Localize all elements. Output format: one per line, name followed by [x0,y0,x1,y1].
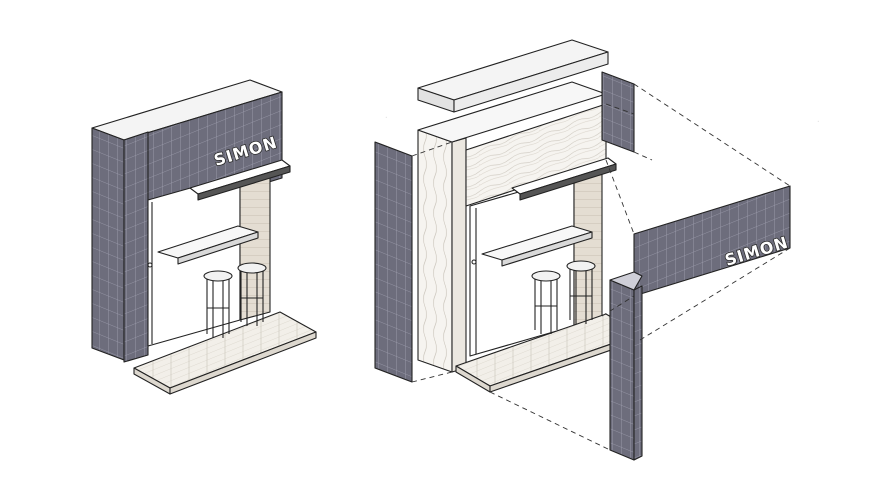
exploded-back-wall [469,175,575,357]
wood-column-side [417,129,453,373]
floor-edge-front [169,331,317,395]
exploded-counter-edge [501,231,593,267]
exploded-front-pillar-side [609,279,635,461]
exploded-right-top-tile-panel [601,71,635,153]
watermark-2: · [816,118,821,126]
wood-side-panel [239,165,271,321]
watermarks: · · [384,114,821,126]
door-handle-icon [147,262,153,268]
assembled-kiosk: SIMON [91,79,317,395]
exploded-pillar-top [609,271,643,291]
exploded-door-handle-icon [471,259,477,265]
watermark-1: · [384,114,389,122]
exploded-kiosk: SIMON [374,39,792,461]
counter-edge [177,231,259,265]
explosion-guides [411,83,791,451]
exploded-front-pillar [633,285,643,461]
exploded-stool-1 [531,270,561,334]
back-wall [147,173,241,347]
wood-column-front [451,137,467,373]
exploded-left-tile-panel [374,141,413,383]
front-left-pillar [123,131,149,363]
exploded-window-edge [519,163,617,201]
exploded-stool-2 [566,260,596,324]
stool-1 [203,270,233,338]
exploded-roof-front [453,51,609,113]
left-side-wall [91,127,125,361]
exploded-wood-side-panel [573,167,603,327]
window-frame-edge [197,165,291,201]
stool-2 [237,262,267,326]
